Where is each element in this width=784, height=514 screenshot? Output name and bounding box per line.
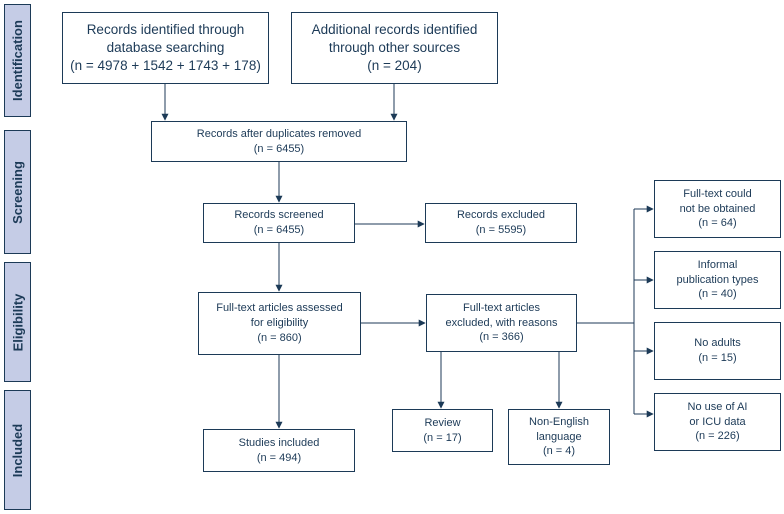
- db-search-count: (n = 4978 + 1542 + 1743 + 178): [70, 57, 261, 73]
- box-non-english: Non-English language (n = 4): [508, 409, 610, 465]
- non-english-count: (n = 4): [542, 445, 576, 458]
- informal-line2: publication types: [676, 273, 759, 286]
- box-fulltext-assessed: Full-text articles assessed for eligibil…: [198, 292, 361, 355]
- box-no-adults: No adults (n = 15): [654, 322, 781, 380]
- other-sources-count: (n = 204): [367, 57, 422, 73]
- fulltext-excluded-line2: excluded, with reasons: [445, 316, 558, 329]
- phase-identification: Identification: [4, 4, 31, 117]
- phase-eligibility: Eligibility: [4, 262, 31, 382]
- box-not-obtained: Full-text could not be obtained (n = 64): [654, 180, 781, 238]
- phase-screening: Screening: [4, 130, 31, 254]
- other-sources-line2: through other sources: [328, 40, 461, 56]
- box-other-sources: Additional records identified through ot…: [291, 12, 498, 84]
- review-line1: Review: [424, 416, 461, 429]
- db-search-line2: database searching: [106, 40, 225, 56]
- box-studies-included: Studies included (n = 494): [203, 429, 355, 472]
- no-adults-line1: No adults: [694, 337, 741, 350]
- excluded-count: (n = 5595): [475, 224, 527, 236]
- no-ai-count: (n = 226): [695, 430, 740, 443]
- phase-included: Included: [4, 390, 31, 510]
- phase-eligibility-label: Eligibility: [10, 293, 26, 351]
- non-english-line2: language: [536, 430, 582, 443]
- no-ai-line2: or ICU data: [689, 415, 746, 428]
- box-informal-publication: Informal publication types (n = 40): [654, 251, 781, 309]
- included-line1: Studies included: [238, 436, 320, 449]
- informal-count: (n = 40): [698, 288, 737, 301]
- not-obtained-line2: not be obtained: [679, 202, 756, 215]
- screened-count: (n = 6455): [253, 224, 305, 236]
- box-review: Review (n = 17): [392, 409, 493, 452]
- review-count: (n = 17): [423, 431, 462, 444]
- box-fulltext-excluded: Full-text articles excluded, with reason…: [426, 294, 577, 352]
- box-no-ai-icu: No use of AI or ICU data (n = 226): [654, 393, 781, 451]
- fulltext-excluded-count: (n = 366): [479, 331, 524, 344]
- phase-screening-label: Screening: [10, 160, 26, 224]
- not-obtained-count: (n = 64): [698, 217, 737, 230]
- phase-identification-label: Identification: [10, 20, 26, 101]
- not-obtained-line1: Full-text could: [683, 187, 752, 200]
- non-english-line1: Non-English: [529, 415, 589, 428]
- dedup-count: (n = 6455): [253, 142, 305, 155]
- box-records-excluded: Records excluded (n = 5595): [425, 203, 577, 243]
- excluded-line1: Records excluded: [456, 209, 546, 222]
- other-sources-line1: Additional records identified: [311, 22, 478, 38]
- no-adults-count: (n = 15): [698, 352, 737, 364]
- screened-line1: Records screened: [234, 209, 324, 222]
- assessed-line1: Full-text articles assessed: [216, 302, 343, 315]
- dedup-line1: Records after duplicates removed: [196, 127, 362, 140]
- box-database-searching: Records identified through database sear…: [62, 12, 269, 84]
- no-ai-line1: No use of AI: [687, 400, 748, 413]
- informal-line1: Informal: [697, 258, 738, 271]
- box-records-screened: Records screened (n = 6455): [203, 203, 355, 243]
- assessed-count: (n = 860): [257, 331, 302, 344]
- phase-included-label: Included: [10, 423, 26, 477]
- included-count: (n = 494): [256, 451, 302, 464]
- fulltext-excluded-line1: Full-text articles: [462, 301, 541, 314]
- box-duplicates-removed: Records after duplicates removed (n = 64…: [151, 121, 407, 162]
- db-search-line1: Records identified through: [86, 22, 245, 38]
- assessed-line2: for eligibility: [250, 317, 309, 330]
